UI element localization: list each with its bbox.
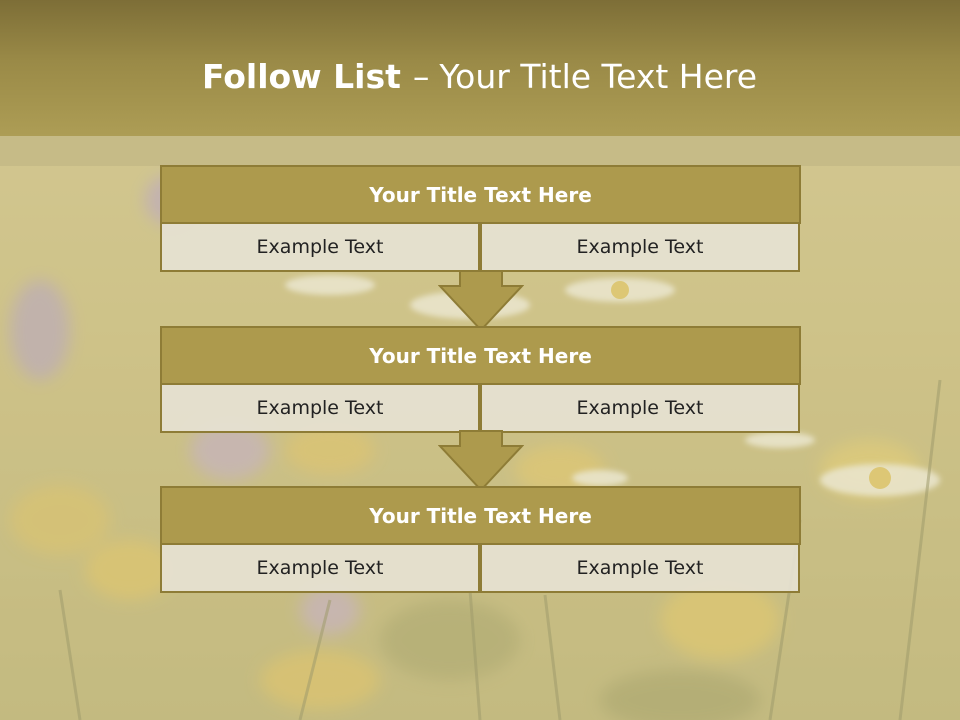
flow-block-1: Your Title Text Here Example Text Exampl… bbox=[160, 165, 801, 272]
flow-block-cell-left: Example Text bbox=[160, 222, 480, 272]
header-bar bbox=[0, 0, 960, 136]
header-shade bbox=[0, 136, 960, 166]
flow-block-2: Your Title Text Here Example Text Exampl… bbox=[160, 326, 801, 433]
down-arrow-icon bbox=[438, 270, 524, 332]
title-bold: Follow List bbox=[202, 57, 401, 96]
slide-title: Follow List–Your Title Text Here bbox=[202, 52, 757, 102]
down-arrow-icon bbox=[438, 430, 524, 492]
flow-block-cell-right: Example Text bbox=[480, 222, 800, 272]
flow-block-cell-left: Example Text bbox=[160, 543, 480, 593]
flow-block-cell-right: Example Text bbox=[480, 543, 800, 593]
flow-block-cell-right: Example Text bbox=[480, 383, 800, 433]
flow-block-cell-left: Example Text bbox=[160, 383, 480, 433]
title-rest: Your Title Text Here bbox=[439, 57, 758, 96]
flow-block-title: Your Title Text Here bbox=[160, 486, 801, 545]
flow-block-title: Your Title Text Here bbox=[160, 165, 801, 224]
title-separator: – bbox=[412, 57, 430, 96]
flow-block-title: Your Title Text Here bbox=[160, 326, 801, 385]
flow-block-3: Your Title Text Here Example Text Exampl… bbox=[160, 486, 801, 593]
